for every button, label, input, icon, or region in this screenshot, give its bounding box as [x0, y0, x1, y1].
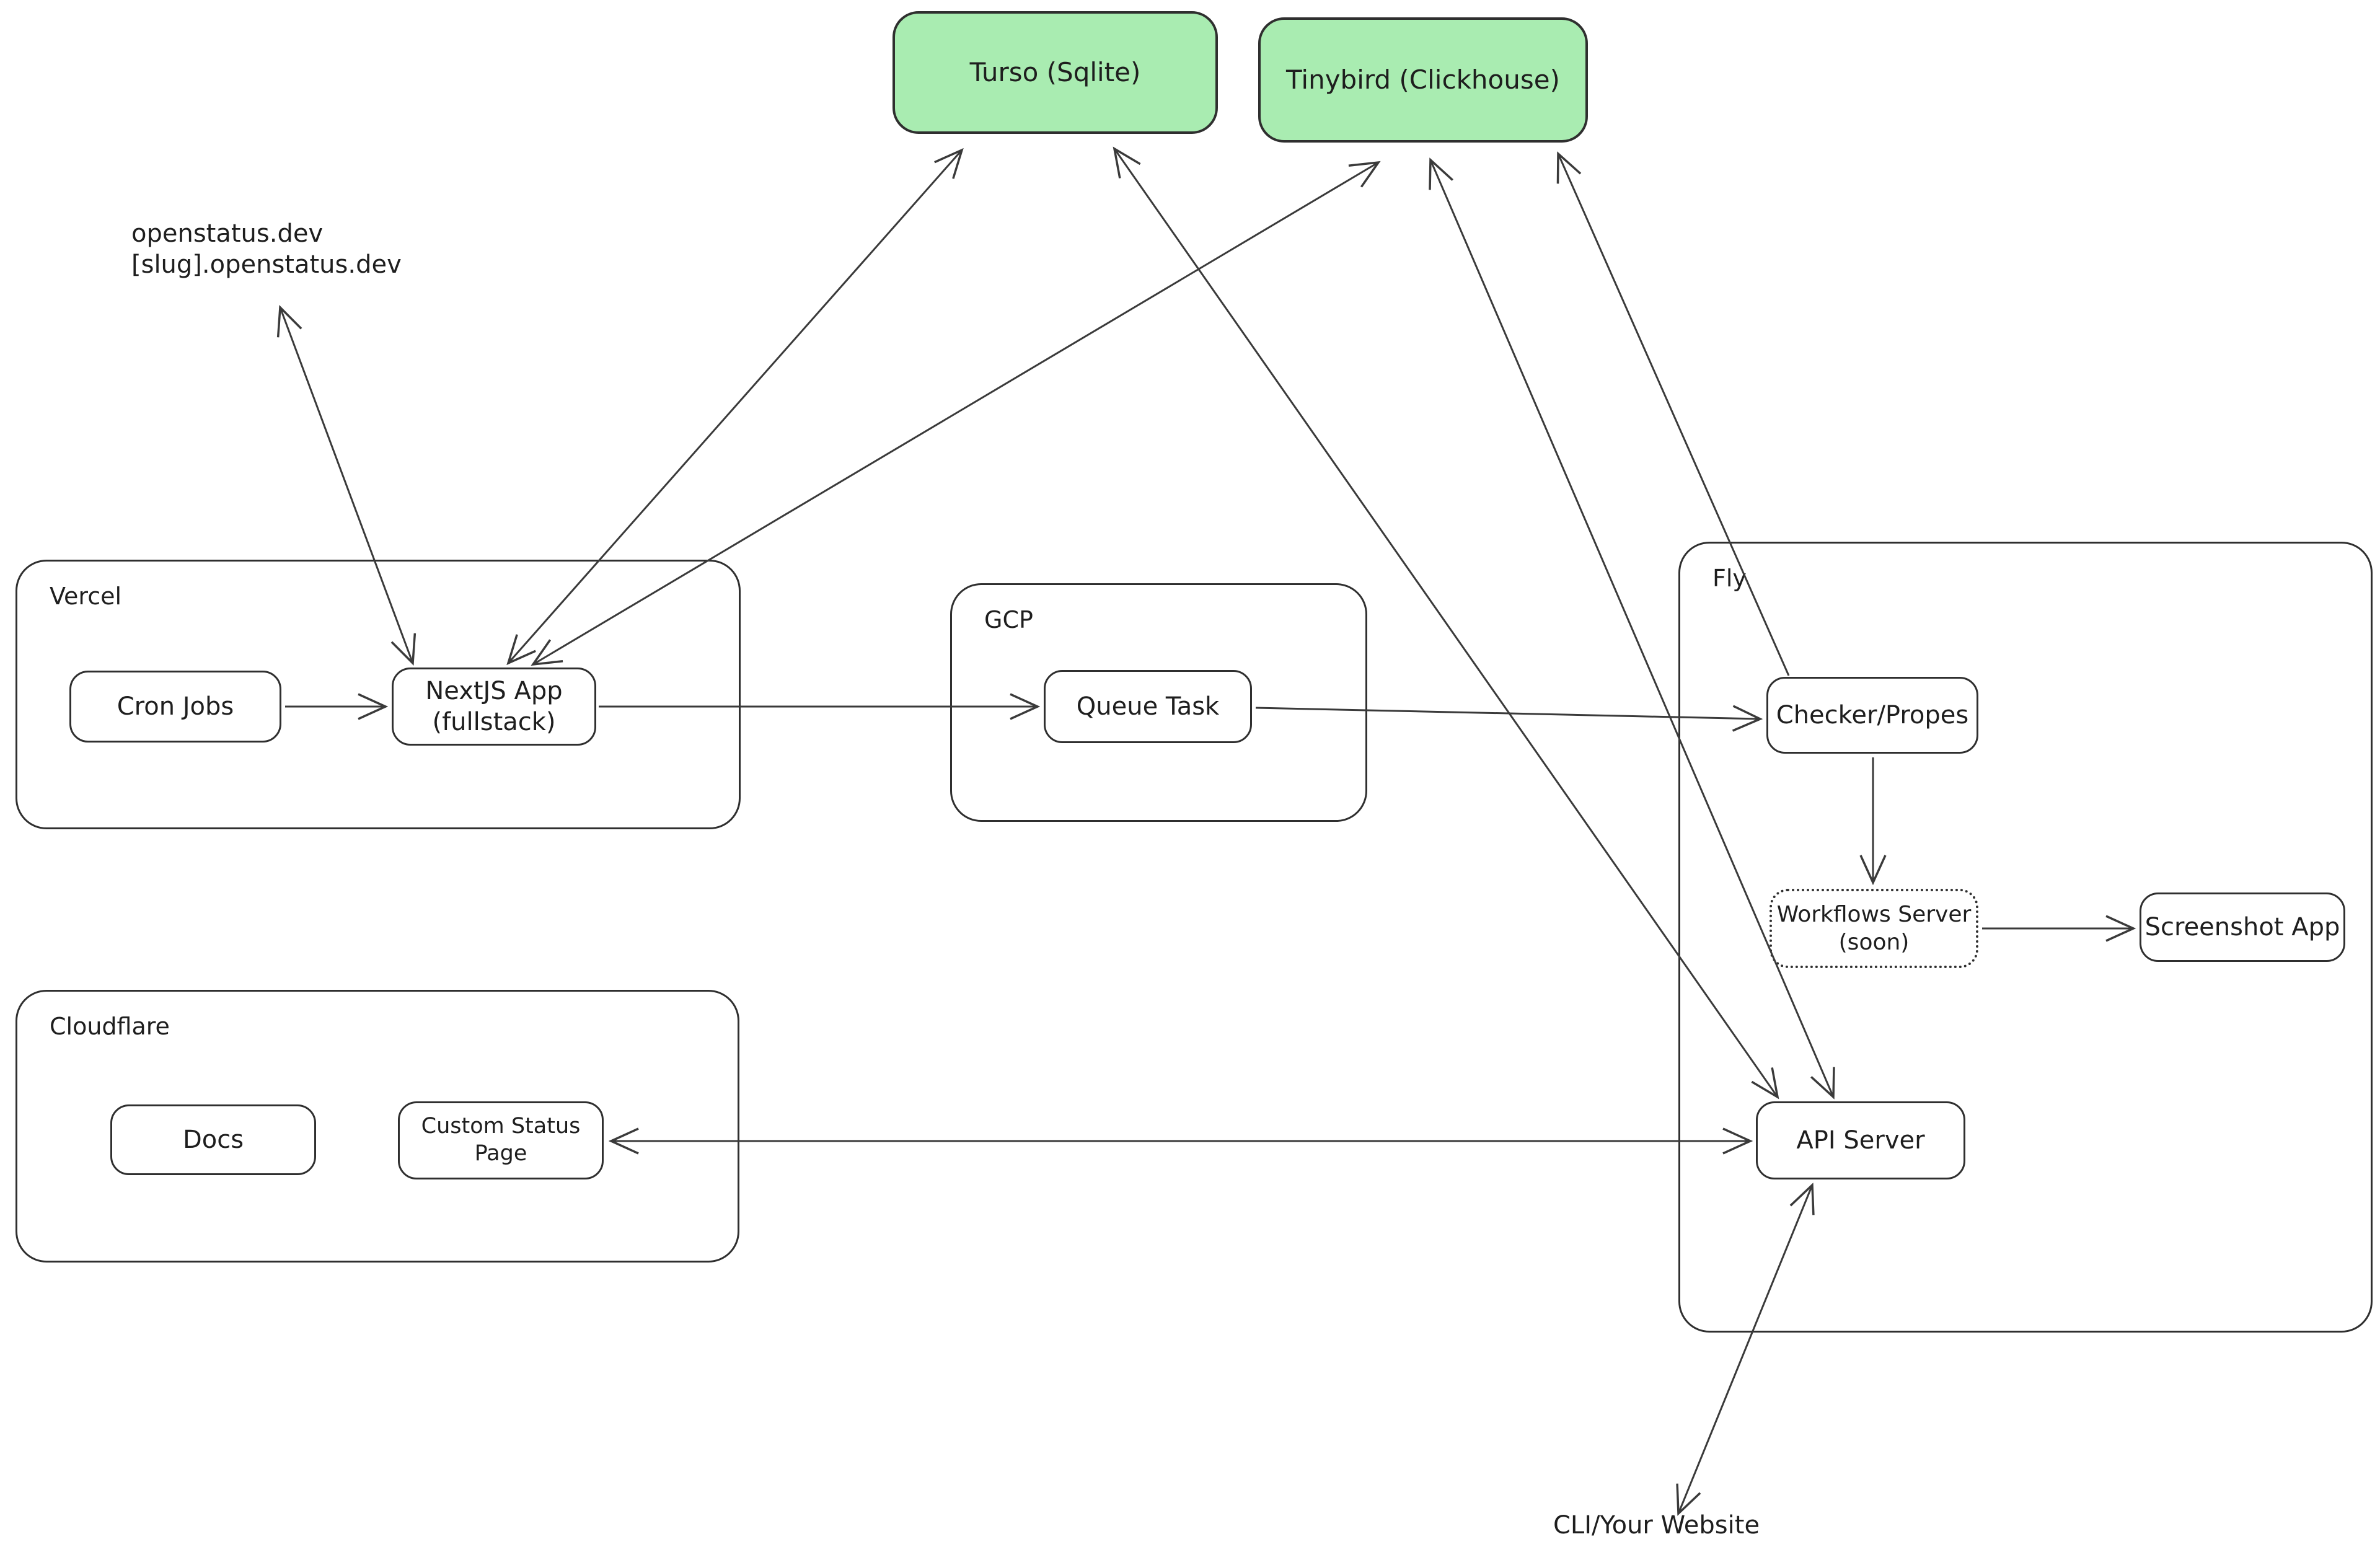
node-cron-jobs-label: Cron Jobs [117, 692, 234, 721]
node-custom-status-page-label: Custom Status Page [421, 1114, 581, 1166]
node-docs: Docs [110, 1104, 316, 1175]
node-nextjs-app-label: NextJS App [425, 677, 563, 705]
node-custom-status-page: Custom Status Page [398, 1101, 604, 1179]
node-turso-label: Turso (Sqlite) [969, 56, 1141, 87]
node-queue-task: Queue Task [1044, 670, 1252, 743]
container-cloudflare-label: Cloudflare [50, 1013, 170, 1040]
node-api-server-label: API Server [1796, 1126, 1925, 1155]
node-workflows-server-sublabel: (soon) [1838, 930, 1910, 955]
cli-your-website-text: CLI/Your Website [1553, 1511, 1760, 1540]
container-fly-label: Fly [1712, 565, 1747, 592]
node-docs-label: Docs [182, 1126, 244, 1154]
node-workflows-server-label: Workflows Server [1776, 902, 1972, 927]
node-queue-task-label: Queue Task [1076, 692, 1220, 721]
node-tinybird-label: Tinybird (Clickhouse) [1286, 64, 1560, 95]
node-checker-propes-label: Checker/Propes [1776, 701, 1969, 729]
node-api-server: API Server [1756, 1101, 1965, 1179]
node-tinybird: Tinybird (Clickhouse) [1258, 17, 1588, 143]
openstatus-domains-text: openstatus.dev[slug].openstatus.dev [131, 219, 402, 279]
node-nextjs-app: NextJS App (fullstack) [392, 668, 596, 746]
node-cron-jobs: Cron Jobs [69, 671, 281, 743]
container-cloudflare: Cloudflare [15, 990, 739, 1263]
node-screenshot-app: Screenshot App [2140, 892, 2345, 962]
node-nextjs-app-sublabel: (fullstack) [432, 708, 556, 736]
container-gcp-label: GCP [984, 606, 1033, 633]
container-vercel-label: Vercel [50, 583, 122, 610]
node-checker-propes: Checker/Propes [1766, 677, 1978, 754]
node-turso: Turso (Sqlite) [892, 11, 1218, 134]
node-workflows-server: Workflows Server (soon) [1770, 889, 1978, 968]
node-screenshot-app-label: Screenshot App [2144, 913, 2340, 941]
